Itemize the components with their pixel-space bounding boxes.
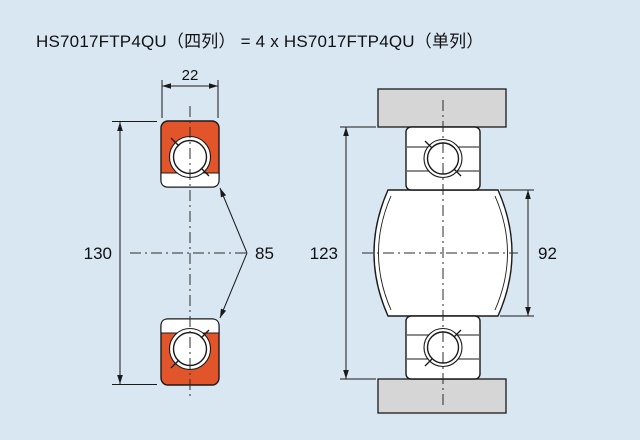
arrowhead <box>162 83 171 89</box>
cage-tick <box>453 168 462 177</box>
cage-tick <box>170 137 180 147</box>
dimension-width-label: 22 <box>182 67 199 84</box>
diagram-title: HS7017FTP4QU（四列） = 4 x HS7017FTP4QU（单列） <box>36 32 484 51</box>
arrowhead <box>343 370 349 379</box>
cage-tick <box>424 358 433 367</box>
centerlines <box>130 100 518 405</box>
shaft-break-curve-right <box>494 195 508 311</box>
dimension-housing-abutment: 123 <box>310 126 376 380</box>
leader-line <box>219 187 248 254</box>
housing-block-bottom <box>377 378 507 414</box>
dimension-width: 22 <box>161 67 219 118</box>
arrowhead <box>209 83 218 89</box>
cage-tick <box>453 329 462 338</box>
arrowhead <box>220 308 227 318</box>
dimension-outer-diameter-label: 130 <box>84 244 112 263</box>
cage-tick <box>200 167 210 177</box>
dimension-bore-label: 85 <box>255 244 274 263</box>
leader-line <box>219 252 248 319</box>
cage-tick <box>200 329 210 339</box>
arrowhead <box>525 190 531 199</box>
dimension-outer-diameter: 130 <box>84 121 157 385</box>
dimension-bore: 85 <box>219 187 274 319</box>
arrowhead <box>117 375 123 384</box>
cage-tick <box>170 359 180 369</box>
arrowhead <box>525 307 531 316</box>
cage-tick <box>424 140 433 149</box>
housing-block-top <box>377 88 507 128</box>
arrowhead <box>117 122 123 131</box>
dimension-housing-abutment-label: 123 <box>310 244 338 263</box>
dimension-shaft-abutment-label: 92 <box>538 244 557 263</box>
right-view-mounted-arrangement <box>373 88 513 414</box>
dimension-shaft-abutment: 92 <box>500 189 557 317</box>
arrowhead <box>220 188 227 198</box>
arrowhead <box>343 127 349 136</box>
